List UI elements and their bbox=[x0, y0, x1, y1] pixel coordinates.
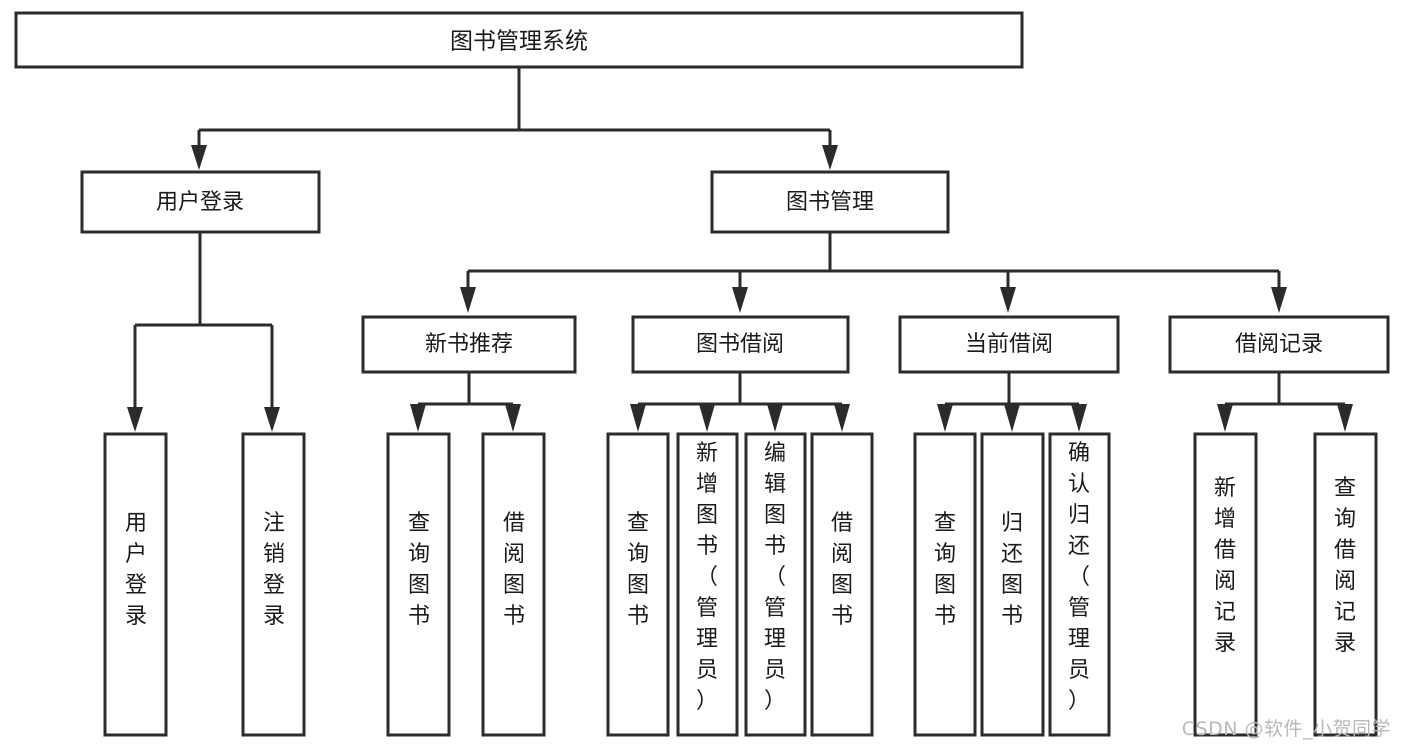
leaf-node-logout-label: 注销登录 bbox=[263, 511, 285, 629]
leaf-node-query-borrow-record-label: 查询借阅记录 bbox=[1334, 476, 1356, 656]
node-book-borrow-box[interactable] bbox=[631, 315, 850, 374]
leaf-node-borrow-book-2-label: 借阅图书 bbox=[831, 511, 853, 629]
leaf-node-logout-box[interactable] bbox=[241, 432, 306, 737]
node-current-borrow-label: 当前借阅 bbox=[965, 332, 1053, 357]
leaf-node-query-borrow-record-box[interactable] bbox=[1313, 432, 1378, 737]
node-borrow-record[interactable]: 借阅记录 bbox=[1168, 315, 1390, 374]
leaf-node-return-book-label: 归还图书 bbox=[1001, 511, 1023, 629]
arrow-head-br-leaf-1 bbox=[1217, 404, 1233, 432]
node-book-borrow[interactable]: 图书借阅 bbox=[631, 315, 850, 374]
connector-user-login-to-leaves bbox=[127, 232, 280, 432]
arrow-head-br-leaf-2 bbox=[1337, 404, 1353, 432]
node-root-label: 图书管理系统 bbox=[450, 29, 588, 55]
node-borrow-record-label: 借阅记录 bbox=[1235, 332, 1323, 357]
leaf-node-query-book-3-label: 查询图书 bbox=[934, 511, 956, 629]
leaf-node-query-book-3-box[interactable] bbox=[913, 432, 977, 737]
connector-current-borrow-to-leaves bbox=[937, 372, 1087, 432]
leaf-node-query-book-1-box[interactable] bbox=[386, 432, 451, 737]
arrow-head-bb-leaf-4 bbox=[834, 404, 850, 432]
leaf-node-user-login-label: 用户登录 bbox=[125, 511, 147, 629]
leaf-node-logout[interactable]: 注销登录 bbox=[241, 432, 306, 737]
arrow-head-nbr-leaf-1 bbox=[410, 404, 426, 432]
leaf-node-return-book-box[interactable] bbox=[980, 432, 1045, 737]
leaf-node-borrow-book-2-box[interactable] bbox=[810, 432, 874, 737]
leaf-node-query-borrow-record[interactable]: 查询借阅记录 bbox=[1313, 432, 1378, 737]
leaf-node-add-book-admin-label: 新增图书（管理员） bbox=[696, 441, 718, 714]
connector-book-manage-to-level3 bbox=[460, 232, 1287, 313]
arrow-head-to-new-book-rec bbox=[460, 287, 476, 313]
leaf-node-return-book[interactable]: 归还图书 bbox=[980, 432, 1045, 737]
node-new-book-recommend[interactable]: 新书推荐 bbox=[361, 315, 577, 374]
connector-new-book-recommend-to-leaves bbox=[410, 372, 521, 432]
node-root-box[interactable] bbox=[14, 11, 1024, 69]
leaf-node-user-login-box[interactable] bbox=[103, 432, 168, 737]
leaf-node-borrow-book-2[interactable]: 借阅图书 bbox=[810, 432, 874, 737]
connector-borrow-record-to-leaves bbox=[1217, 372, 1353, 432]
node-current-borrow[interactable]: 当前借阅 bbox=[898, 315, 1120, 374]
leaf-node-borrow-book-1-label: 借阅图书 bbox=[503, 511, 525, 629]
node-current-borrow-box[interactable] bbox=[898, 315, 1120, 374]
arrow-head-to-leaf-logout bbox=[264, 407, 280, 432]
leaf-node-query-book-1[interactable]: 查询图书 bbox=[386, 432, 451, 737]
csdn-watermark: CSDN @软件_小贺同学 bbox=[1181, 718, 1391, 740]
node-borrow-record-box[interactable] bbox=[1168, 315, 1390, 374]
leaf-node-query-book-2-box[interactable] bbox=[606, 432, 670, 737]
leaf-node-add-book-admin[interactable]: 新增图书（管理员） bbox=[676, 432, 739, 737]
leaf-node-add-borrow-record[interactable]: 新增借阅记录 bbox=[1193, 432, 1258, 737]
node-book-borrow-label: 图书借阅 bbox=[696, 332, 784, 357]
arrow-head-cb-leaf-3 bbox=[1071, 404, 1087, 432]
node-book-manage[interactable]: 图书管理 bbox=[710, 170, 950, 234]
connector-root-to-level2 bbox=[191, 67, 838, 170]
node-book-manage-label: 图书管理 bbox=[786, 190, 874, 215]
arrow-head-to-leaf-user-login bbox=[127, 407, 143, 432]
node-new-book-recommend-box[interactable] bbox=[361, 315, 577, 374]
leaf-node-edit-book-admin-box[interactable] bbox=[744, 432, 807, 737]
arrow-head-cb-leaf-1 bbox=[937, 404, 953, 432]
leaf-node-add-book-admin-box[interactable] bbox=[676, 432, 739, 737]
leaf-node-query-book-3[interactable]: 查询图书 bbox=[913, 432, 977, 737]
connector-book-borrow-to-leaves bbox=[630, 372, 850, 432]
leaf-node-borrow-book-1[interactable]: 借阅图书 bbox=[481, 432, 546, 737]
arrow-head-bb-leaf-3 bbox=[767, 404, 783, 432]
node-user-login[interactable]: 用户登录 bbox=[80, 170, 321, 234]
arrow-head-to-current-borrow bbox=[1000, 287, 1016, 313]
node-root[interactable]: 图书管理系统 bbox=[14, 11, 1024, 69]
arrow-head-nbr-leaf-2 bbox=[505, 404, 521, 432]
arrow-head-cb-leaf-2 bbox=[1004, 404, 1020, 432]
leaf-node-edit-book-admin-label: 编辑图书（管理员） bbox=[764, 441, 786, 714]
leaf-node-add-borrow-record-box[interactable] bbox=[1193, 432, 1258, 737]
arrow-head-bb-leaf-1 bbox=[630, 404, 646, 432]
leaf-node-borrow-book-1-box[interactable] bbox=[481, 432, 546, 737]
node-new-book-recommend-label: 新书推荐 bbox=[425, 332, 513, 357]
leaf-node-add-borrow-record-label: 新增借阅记录 bbox=[1214, 476, 1236, 656]
leaf-node-edit-book-admin[interactable]: 编辑图书（管理员） bbox=[744, 432, 807, 737]
leaf-node-confirm-return-admin-box[interactable] bbox=[1048, 432, 1111, 737]
node-user-login-label: 用户登录 bbox=[156, 190, 244, 215]
leaf-node-user-login[interactable]: 用户登录 bbox=[103, 432, 168, 737]
leaf-node-query-book-2-label: 查询图书 bbox=[627, 511, 649, 629]
leaf-node-query-book-1-label: 查询图书 bbox=[408, 511, 430, 629]
arrow-head-to-book-manage bbox=[822, 145, 838, 170]
arrow-head-to-book-borrow bbox=[732, 287, 748, 313]
leaf-node-confirm-return-admin-label: 确认归还（管理员） bbox=[1068, 441, 1090, 714]
arrow-head-to-user-login bbox=[191, 145, 207, 170]
node-book-manage-box[interactable] bbox=[710, 170, 950, 234]
leaf-node-confirm-return-admin[interactable]: 确认归还（管理员） bbox=[1048, 432, 1111, 737]
arrow-head-to-borrow-record bbox=[1271, 287, 1287, 313]
leaf-node-query-book-2[interactable]: 查询图书 bbox=[606, 432, 670, 737]
arrow-head-bb-leaf-2 bbox=[699, 404, 715, 432]
